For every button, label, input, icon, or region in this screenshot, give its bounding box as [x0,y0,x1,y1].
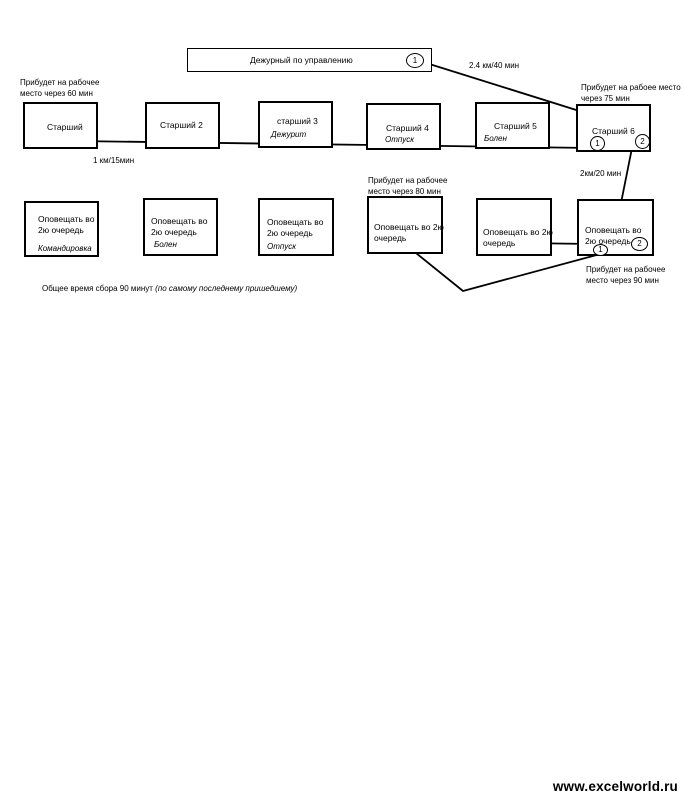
notify-title: Оповещать во 2ю очередь [151,216,208,237]
notify-box-1: Оповещать во 2ю очередь Командировка [24,201,99,257]
senior-box-4: Старший 4 Отпуск [366,103,441,150]
distance-senior6-to-notify6: 2км/20 мин [580,169,622,178]
duty-circle-1: 1 [406,53,424,68]
arrival-senior1: Прибудет на рабочее место через 60 мин [20,78,100,98]
line-notify4-to-notify6 [410,245,631,292]
notify-title: Оповещать во 2ю очередь [483,227,553,248]
senior-title: Старший 2 [160,120,203,130]
distance-senior1: 1 км/15мин [93,156,135,165]
notify-box-5: Оповещать во 2ю очередь [476,198,553,256]
duty-officer-label: Дежурный по управлению [250,55,353,65]
notify-box-6: Оповещать во 2ю очередь 1 2 [577,199,654,256]
senior6-circle-2: 2 [635,134,650,149]
senior-box-3: старший 3 Дежурит [258,101,333,148]
senior-title: Старший 4 [386,123,429,133]
arrival-notify4: Прибудет на рабочее место через 80 мин [368,176,448,196]
notify-status: Болен [154,240,177,249]
notify-status: Отпуск [267,242,297,251]
senior-box-1: Старший [23,102,98,149]
arrival-notify6: Прибудет на рабочее место через 90 мин [586,265,666,285]
senior-box-2: Старший 2 [145,102,220,149]
duty-officer-box: Дежурный по управлению 1 [187,48,432,72]
notify-title: Оповещать во 2ю очередь [585,225,642,246]
senior-title: Старший 5 [494,121,537,131]
senior-status: Дежурит [271,130,307,139]
senior-box-5: Старший 5 Болен [475,102,550,149]
senior-title: Старший 6 [592,126,635,136]
arrival-senior6: Прибудет на рабоее место через 75 мин [581,83,681,103]
notify-title: Оповещать во 2ю очередь [374,222,444,243]
notify6-circle-1: 1 [593,244,608,256]
senior-title: Старший [47,122,83,132]
senior-box-6: Старший 6 1 2 [576,104,651,152]
site-watermark: www.excelworld.ru [552,779,678,794]
senior-status: Болен [484,134,507,143]
distance-duty-to-senior6: 2.4 км/40 мин [469,61,520,70]
notify-box-4: Оповещать во 2ю очередь [367,196,444,254]
notify-box-3: Оповещать во 2ю очередь Отпуск [258,198,334,256]
notify-box-2: Оповещать во 2ю очередь Болен [143,198,218,256]
senior-title: старший 3 [277,116,318,126]
notify-status: Командировка [38,244,92,253]
total-time-summary: Общее время сбора 90 минут (по самому по… [42,283,297,294]
notify6-circle-2: 2 [631,237,648,251]
senior-status: Отпуск [385,135,415,144]
line-duty-to-senior6 [422,61,590,115]
notify-title: Оповещать во 2ю очередь [38,214,95,235]
total-time-note: (по самому последнему пришедшему) [155,284,298,293]
total-time-text: Общее время сбора 90 минут [42,284,156,293]
senior6-circle-1: 1 [590,136,605,151]
notify-title: Оповещать во 2ю очередь [267,217,324,238]
